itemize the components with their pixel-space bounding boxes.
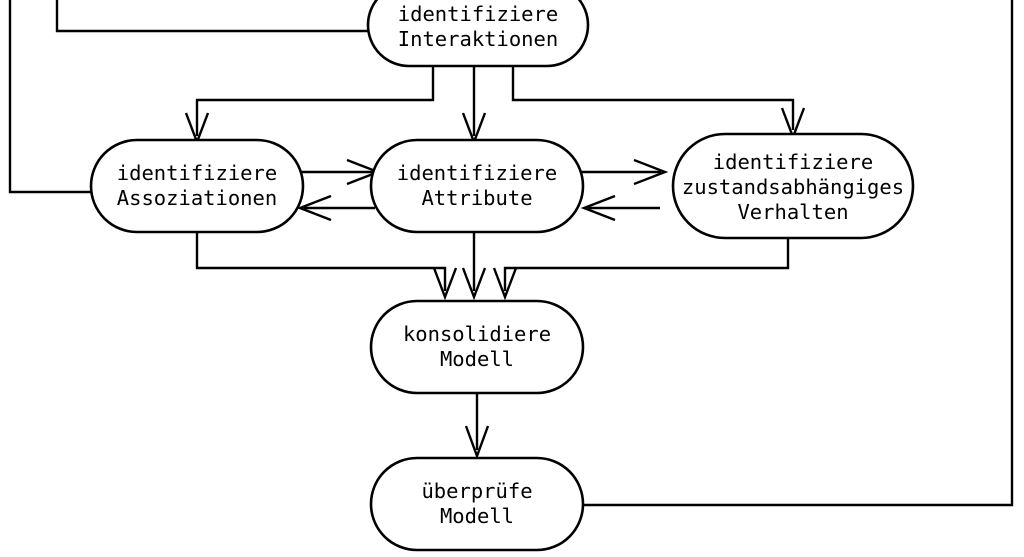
node-shape-konsolidiere	[369, 299, 585, 395]
node-label-assoziationen-line2: Assoziationen	[117, 186, 277, 210]
node-identifiziere-interaktionen[interactable]: identifiziere Interaktionen	[366, 0, 590, 68]
node-shape-assoziationen	[89, 138, 305, 234]
node-label-interaktionen-line2: Interaktionen	[398, 27, 558, 51]
node-label-interaktionen-line1: identifiziere	[398, 2, 558, 26]
node-label-konsolidiere-line2: Modell	[440, 347, 514, 371]
node-shape-verhalten	[671, 132, 915, 240]
edge-ueberpruefe-feedback-right	[583, 0, 1014, 507]
node-label-verhalten-line1: identifiziere	[713, 150, 873, 174]
node-identifiziere-attribute[interactable]: identifiziere Attribute	[369, 138, 585, 234]
edge-interaktionen-feedback-left	[55, 0, 368, 33]
node-label-assoziationen-line1: identifiziere	[117, 161, 277, 185]
node-shape-attribute	[369, 138, 585, 234]
arrowhead-assoziationen-to-konsolidiere	[432, 267, 458, 301]
node-label-attribute-line2: Attribute	[421, 186, 532, 210]
edge-interaktionen-to-assoziationen	[195, 66, 435, 136]
node-label-ueberpruefe-line2: Modell	[440, 504, 514, 528]
edge-offscreen-left-to-assoziationen	[8, 0, 92, 194]
node-konsolidiere-modell[interactable]: konsolidiere Modell	[369, 299, 585, 395]
node-label-verhalten-line2: zustandsabhängiges	[682, 175, 904, 199]
node-identifiziere-zustandsabhaengiges-verhalten[interactable]: identifiziere zustandsabhängiges Verhalt…	[671, 132, 915, 240]
arrowhead-verhalten-to-attribute	[580, 194, 616, 222]
node-ueberpruefe-modell[interactable]: überprüfe Modell	[369, 456, 585, 552]
arrowhead-attribute-to-konsolidiere	[461, 267, 487, 301]
edge-verhalten-to-konsolidiere	[503, 238, 790, 291]
arrowhead-verhalten-to-konsolidiere	[492, 267, 518, 301]
node-identifiziere-assoziationen[interactable]: identifiziere Assoziationen	[89, 138, 305, 234]
node-shape-interaktionen	[366, 0, 590, 68]
edge-interaktionen-to-verhalten	[511, 66, 795, 130]
arrowhead-attribute-to-assoziationen	[296, 194, 332, 222]
node-label-attribute-line1: identifiziere	[397, 161, 557, 185]
node-label-ueberpruefe-line1: überprüfe	[421, 479, 532, 503]
node-shape-ueberpruefe	[369, 456, 585, 552]
node-label-konsolidiere-line1: konsolidiere	[403, 322, 551, 346]
arrowhead-attribute-to-verhalten	[633, 158, 669, 186]
edge-assoziationen-to-konsolidiere	[195, 232, 447, 291]
node-label-verhalten-line3: Verhalten	[737, 200, 848, 224]
arrowhead-konsolidiere-to-ueberpruefe	[464, 425, 490, 460]
